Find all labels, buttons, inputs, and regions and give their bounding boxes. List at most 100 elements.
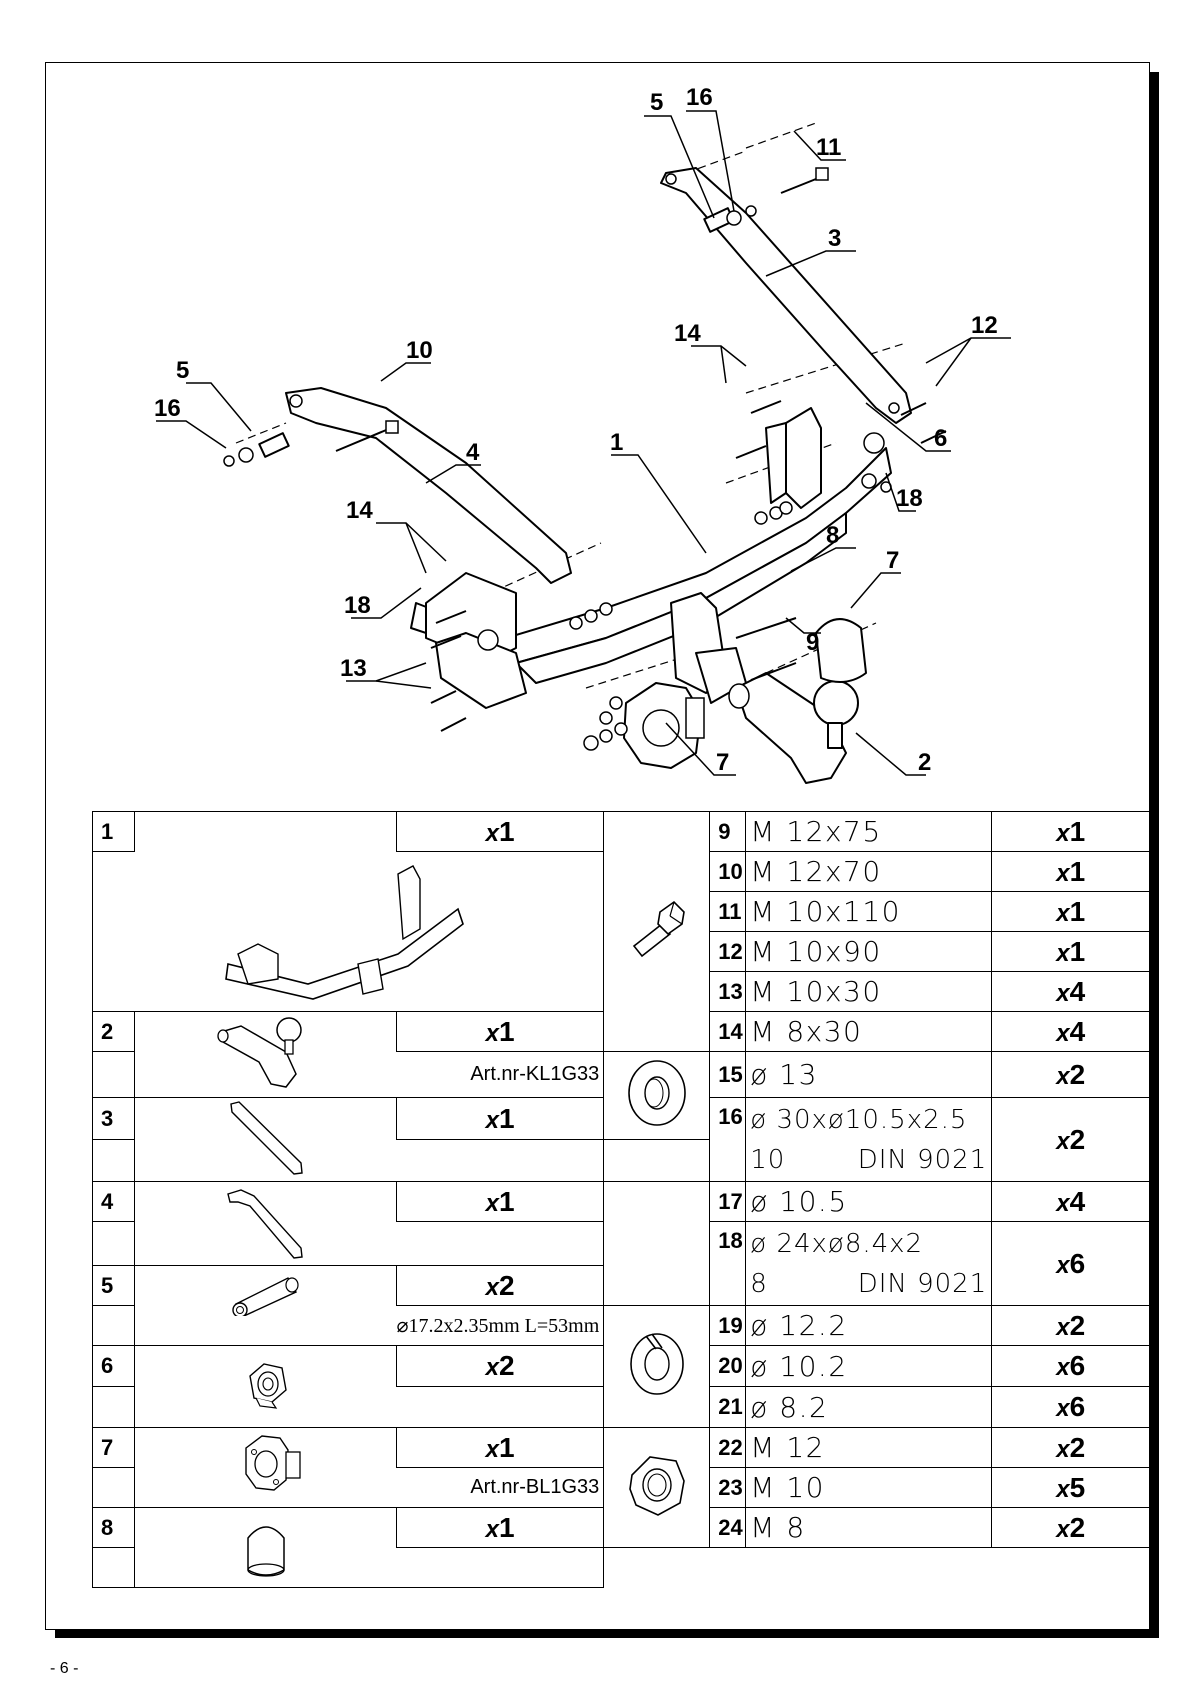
part-8-image-cell (134, 1507, 397, 1588)
ball-cap-icon (246, 1526, 285, 1577)
callout-14-left: 14 (346, 497, 373, 524)
table-row (92, 1547, 1150, 1588)
part-quantity: x6 (991, 1221, 1151, 1306)
table-row: 13 M 10x30 x4 (93, 971, 1151, 1012)
part-quantity: x2 (991, 1507, 1151, 1548)
part-3-right-arm (660, 167, 912, 424)
table-row: 6 x2 20 ø 10.2 x6 (92, 1345, 1151, 1428)
table-row: ⌀17.2x2.35mm L=53mm 19 ø 12.2 x2 (92, 1305, 1151, 1428)
callout-5-top: 5 (650, 89, 663, 116)
part-number: 23 (709, 1467, 747, 1508)
part-quantity: x1 (991, 811, 1151, 852)
part-quantity: x6 (991, 1386, 1151, 1428)
table-row: 1 x1 9 M 12x75 x1 (92, 811, 1151, 1052)
part-number: 24 (709, 1507, 747, 1548)
spring-washer-image-cell (603, 1305, 711, 1428)
table-row: 4 x1 17 ø 10.5 x4 (92, 1181, 1151, 1306)
part-8-ball-cap (815, 618, 867, 683)
part-spec: M 10x30 (745, 971, 993, 1012)
part-spec: M 10x90 (745, 931, 993, 972)
leader-lines (156, 110, 1011, 776)
part-4-left-arm (285, 387, 572, 584)
part-spec: M 12x75 (745, 811, 993, 852)
nut-image-cell (603, 1427, 711, 1548)
table-row: 8 x1 24 M 8 x2 (92, 1507, 1151, 1588)
callout-6: 6 (934, 425, 947, 452)
flat-washer-icon (627, 1060, 686, 1126)
part-spec: ø 24xø8.4x2 8 DIN 9021 (745, 1221, 993, 1306)
part-spec: ø 10.5 (745, 1181, 993, 1222)
table-row: Art.nr-BL1G33 23 M 10 x5 (92, 1467, 1151, 1508)
part-4-image-cell (134, 1181, 397, 1266)
callout-16-top: 16 (686, 84, 713, 111)
part-2-image-cell (134, 1011, 397, 1098)
part-spec-line-2b: DIN 9021 (857, 1144, 988, 1175)
callout-13-right: 12 (971, 312, 998, 339)
washers-and-nuts (223, 205, 892, 751)
left-arm-icon (226, 1189, 303, 1259)
part-number: 9 (709, 811, 747, 852)
right-arm-icon (229, 1101, 303, 1175)
table-row: 2 x1 14 M 8x30 x4 (92, 1011, 1151, 1098)
crossbar-icon (225, 865, 465, 1000)
part-number: 15 (709, 1051, 747, 1098)
table-row: 18 ø 24xø8.4x2 8 DIN 9021 x6 (92, 1221, 1151, 1306)
part-quantity: x5 (991, 1467, 1151, 1508)
socket-plate-icon (244, 1435, 301, 1491)
part-spec: ø 8.2 (745, 1386, 993, 1428)
part-spec: M 12 (745, 1427, 993, 1468)
part-number: 14 (709, 1011, 747, 1052)
part-number: 2 (92, 1011, 135, 1052)
part-spec-line-1: ø 24xø8.4x2 (750, 1228, 924, 1259)
part-quantity: x1 (395, 1011, 605, 1052)
part-number: 1 (92, 811, 135, 852)
table-row: 3 x1 16 ø 30xø10.5x2.5 10 DIN 9021 x2 (92, 1097, 1151, 1182)
part-number: 4 (92, 1181, 135, 1222)
table-row: 11 M 10x110 x1 (93, 891, 1151, 932)
towball-icon (216, 1017, 302, 1088)
part-5-image-cell (134, 1265, 397, 1346)
callout-18-left: 18 (344, 592, 371, 619)
part-quantity: x1 (991, 851, 1151, 892)
part-spec-line-2b: DIN 9021 (857, 1268, 988, 1299)
part-spec: M 10 (745, 1467, 993, 1508)
parts-list-table: 1 x1 9 M 12x75 x1 10 M 12x70 x1 (91, 811, 1151, 1588)
table-row: Art.nr-KL1G33 15 ø 13 x2 (92, 1051, 1151, 1140)
callout-16-left: 16 (154, 395, 181, 422)
part-number: 16 (709, 1097, 747, 1182)
part-2-article-number: Art.nr-KL1G33 (396, 1051, 605, 1098)
table-row: 12 M 10x90 x1 (93, 931, 1151, 972)
table-row: 7 x1 22 M 12 x2 (92, 1427, 1151, 1548)
bolts (335, 167, 947, 732)
part-number: 10 (709, 851, 747, 892)
part-number: 17 (709, 1181, 747, 1222)
part-spec: M 12x70 (745, 851, 993, 892)
part-spec-line-2a: 10 (750, 1144, 786, 1175)
part-quantity: x1 (395, 1097, 605, 1140)
part-number: 12 (709, 931, 747, 972)
part-quantity: x2 (395, 1345, 605, 1387)
callout-3: 3 (828, 225, 841, 252)
part-quantity: x2 (991, 1427, 1151, 1468)
part-number: 19 (709, 1305, 747, 1346)
spring-washer-icon (629, 1333, 684, 1395)
part-spec: ø 13 (745, 1051, 993, 1098)
table-row (92, 1139, 1150, 1182)
part-quantity: x1 (395, 1507, 605, 1548)
part-quantity: x6 (991, 1345, 1151, 1387)
part-3-image-cell (134, 1097, 397, 1182)
bolt-icon (632, 900, 685, 958)
table-row: 21 ø 8.2 x6 (92, 1386, 1151, 1428)
part-quantity: x1 (395, 811, 605, 852)
hex-nut-icon (628, 1456, 685, 1516)
part-quantity: x4 (991, 1011, 1151, 1052)
part-7-socket-plate (623, 682, 705, 769)
table-row: 5 x2 (92, 1265, 1150, 1346)
part-quantity: x1 (991, 931, 1151, 972)
part-number: 8 (92, 1507, 135, 1548)
part-spec: M 8x30 (745, 1011, 993, 1052)
part-quantity: x2 (395, 1265, 605, 1306)
part-quantity: x4 (991, 1181, 1151, 1222)
exploded-assembly-diagram: 5 16 11 3 12 14 6 18 10 5 16 4 1 8 7 7 9… (154, 84, 1011, 784)
part-spec-line-2a: 8 (750, 1268, 768, 1299)
